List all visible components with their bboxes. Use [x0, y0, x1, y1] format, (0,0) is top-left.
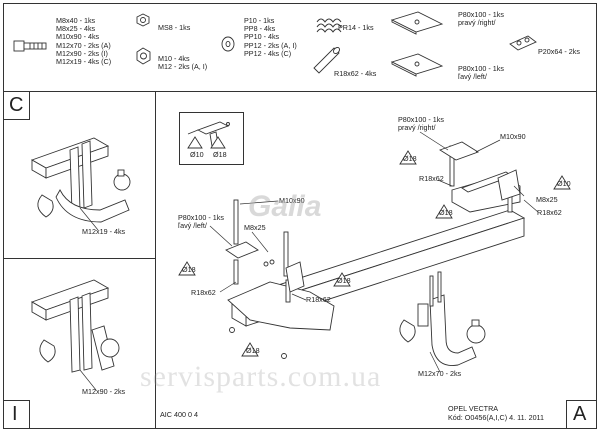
plate-left-callout: P80x100 - 1ks ľavý /left/ [178, 213, 224, 231]
section-i-drawing [30, 279, 120, 373]
bolt-icon [13, 40, 47, 52]
tube-icon [313, 47, 340, 74]
warning-triangles [178, 150, 571, 357]
nut-m-icon [136, 47, 151, 65]
plate-right-icon [390, 11, 444, 35]
tube-r18x62-label-1: R18x62 [191, 288, 216, 297]
tube-r18x62-label-3: R18x62 [419, 174, 444, 183]
bolt-item: M8x25 - 4ks [56, 24, 96, 34]
bolt-item: M10x90 - 4ks [56, 32, 100, 42]
section-letter-i: I [12, 403, 18, 425]
outer-frame [3, 3, 597, 429]
bolt-item: M12x19 - 4ks (C) [56, 56, 112, 66]
tube-r18x62-label-2: R18x62 [306, 295, 331, 304]
bolt-item: M8x40 - 1ks [56, 16, 96, 25]
diameter-label: Ø10 [557, 179, 571, 188]
spring-label: PR14 - 1ks [338, 23, 374, 32]
diameter-label: Ø18 [439, 208, 453, 217]
drawing-code: AIC 400 0 4 [160, 410, 198, 419]
warning-triangle-2 [210, 136, 226, 149]
nut-ms8-label: MS8 - 1ks [158, 23, 191, 32]
washer-item: P10 - 1ks [244, 16, 275, 25]
washer-icon [221, 36, 235, 52]
tube-label: R18x62 - 4ks [334, 69, 377, 78]
plate-left-label: P80x100 - 1ks ľavý /left/ [458, 64, 504, 82]
section-a-drawing [225, 141, 526, 367]
warning-triangle-1 [187, 136, 203, 149]
plate-left-icon [390, 53, 444, 77]
galia-logo: Galia [248, 190, 322, 223]
drill-diameter-18: Ø18 [213, 150, 227, 159]
nut-ms8-icon [136, 13, 150, 27]
section-letter-c: C [9, 94, 24, 116]
vehicle-name: OPEL VECTRA [448, 404, 499, 413]
washer-item: PP8 - 4ks [244, 24, 276, 34]
section-i-bolt-label: M12x90 - 2ks [82, 387, 126, 396]
parts-icons [13, 11, 537, 77]
nut-m-list: M10 - 4ks M12 - 2ks (A, I) [158, 54, 208, 72]
bolt-m10x90-right-label: M10x90 [500, 132, 526, 141]
section-c-drawing [30, 137, 131, 223]
diameter-label: Ø18 [182, 265, 196, 274]
tube-r18x62-label-4: R18x62 [537, 208, 562, 217]
product-code-date: Kód: O0456(A,I,C) 4. 11. 2011 [448, 413, 545, 422]
plate-small-icon [509, 35, 537, 51]
section-c-bolt-label: M12x19 - 4ks [82, 227, 126, 236]
leader-lines [79, 131, 539, 391]
washer-list: P10 - 1ks PP8 - 4ks PP10 - 4ks PP12 - 2k… [244, 16, 297, 58]
spring-icon [316, 18, 342, 33]
diameter-label: Ø18 [246, 346, 260, 355]
bolt-m8x25-left-label: M8x25 [244, 223, 266, 232]
drill-diameter-10: Ø10 [190, 150, 204, 159]
section-letter-a: A [573, 403, 587, 425]
watermark-text: servisparts.com.ua [140, 360, 382, 393]
letter-box-a [566, 400, 597, 429]
washer-item: PP12 - 2ks (A, I) [244, 40, 297, 50]
washer-item: PP12 - 4ks (C) [244, 48, 292, 58]
plate-right-label: P80x100 - 1ks pravý /right/ [458, 10, 504, 28]
nut-item: M10 - 4ks [158, 54, 190, 63]
bolt-list: M8x40 - 1ks M8x25 - 4ks M10x90 - 4ks M12… [56, 16, 112, 66]
letter-box-i [3, 400, 30, 429]
plate-right-callout: P80x100 - 1ks pravý /right/ [398, 115, 444, 133]
washer-item: PP10 - 4ks [244, 32, 280, 42]
plate-small-label: P20x64 - 2ks [538, 47, 580, 56]
bolt-item: M12x70 - 2ks (A) [56, 40, 111, 50]
nut-item: M12 - 2ks (A, I) [158, 62, 208, 72]
diameter-label: Ø18 [403, 154, 417, 163]
bolt-m8x25-right-label: M8x25 [536, 195, 558, 204]
letter-box-c [3, 91, 30, 120]
bolt-item: M12x90 - 2ks (I) [56, 48, 108, 58]
drill-instruction-box [179, 112, 244, 165]
diameter-label: Ø18 [337, 276, 351, 285]
bolt-m12x70-label: M12x70 - 2ks [418, 369, 462, 378]
bolt-m10x90-left-label: M10x90 [279, 196, 305, 205]
